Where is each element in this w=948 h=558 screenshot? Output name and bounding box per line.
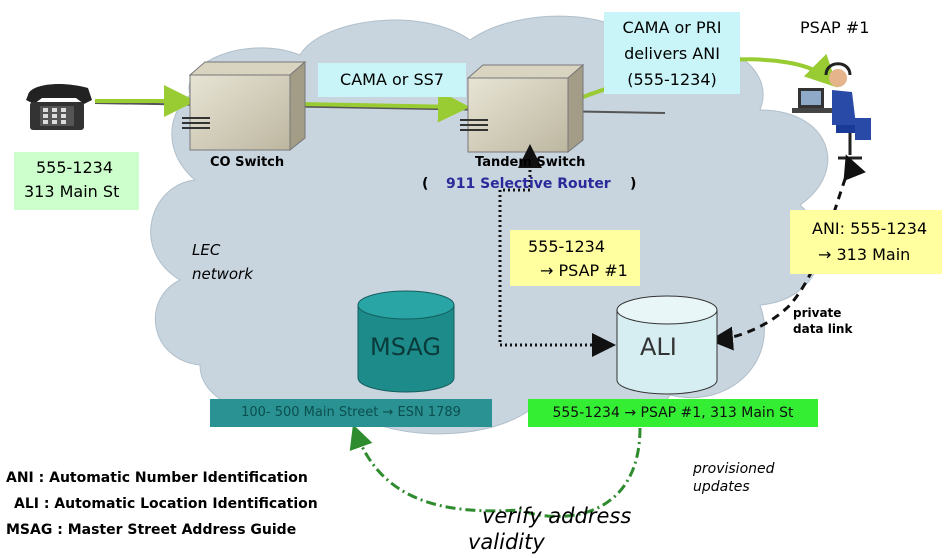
open-paren: ( [422,176,429,192]
lec-network-label: LEC network [192,238,253,286]
private-line1: private [793,306,842,320]
ali-record: 555-1234 → PSAP #1, 313 Main St [528,399,818,427]
caller-number: 555-1234 [36,158,114,177]
cama-line1: CAMA or PRI [622,18,722,37]
ani-line1: ANI: 555-1234 [812,219,928,238]
verify-address-arrow [349,424,642,518]
verify-line1: verify address [482,504,632,528]
msag-database-icon [357,290,455,393]
provisioned-line2: updates [693,479,750,495]
tandem-to-ali-dotted-link [498,155,616,357]
route-line1: 555-1234 [528,237,606,256]
verify-line2: validity [468,530,545,554]
route-line2: → PSAP #1 [540,261,628,280]
legend: ANI : Automatic Number Identification AL… [6,465,318,543]
caller-info-note: 555-1234 313 Main St [14,152,139,210]
tandem-switch-icon [460,63,585,154]
provisioned-updates-label: provisioned updates [693,460,775,496]
ali-to-psap-data-link [709,164,852,351]
co-switch-icon [182,60,307,152]
cama-line2: delivers ANI [624,44,720,63]
ali-label: ALI [640,333,677,361]
close-paren: ) [630,176,637,192]
legend-ani: ANI : Automatic Number Identification [6,470,308,486]
psap-label: PSAP #1 [800,18,870,37]
cama-line3: (555-1234) [627,70,717,89]
ani-note: ANI: 555-1234 → 313 Main [790,210,942,274]
private-line2: data link [793,322,853,336]
ali-database-icon [616,295,718,395]
route-note: 555-1234 → PSAP #1 [510,230,640,286]
telephone-icon [26,84,92,130]
verify-address-label: verify address validity [468,503,631,555]
legend-ali: ALI : Automatic Location Identification [14,496,318,512]
selective-router-label: 911 Selective Router [446,176,611,192]
tandem-switch-label: Tandem Switch [475,155,586,170]
lec-line2: network [192,265,253,283]
ani-line2: → 313 Main [818,245,911,264]
trunk-label: CAMA or SS7 [318,63,466,97]
co-to-tandem-arrow [299,90,470,123]
cama-pri-note: CAMA or PRI delivers ANI (555-1234) [604,12,740,94]
legend-msag: MSAG : Master Street Address Guide [6,522,297,538]
co-switch-label: CO Switch [210,155,285,170]
psap-operator-icon [792,62,871,160]
lec-line1: LEC [192,241,221,259]
caller-address: 313 Main St [24,182,120,201]
msag-label: MSAG [370,333,441,361]
msag-record: 100- 500 Main Street → ESN 1789 [210,399,492,427]
provisioned-line1: provisioned [693,461,775,477]
private-data-link-label: private data link [793,305,852,337]
